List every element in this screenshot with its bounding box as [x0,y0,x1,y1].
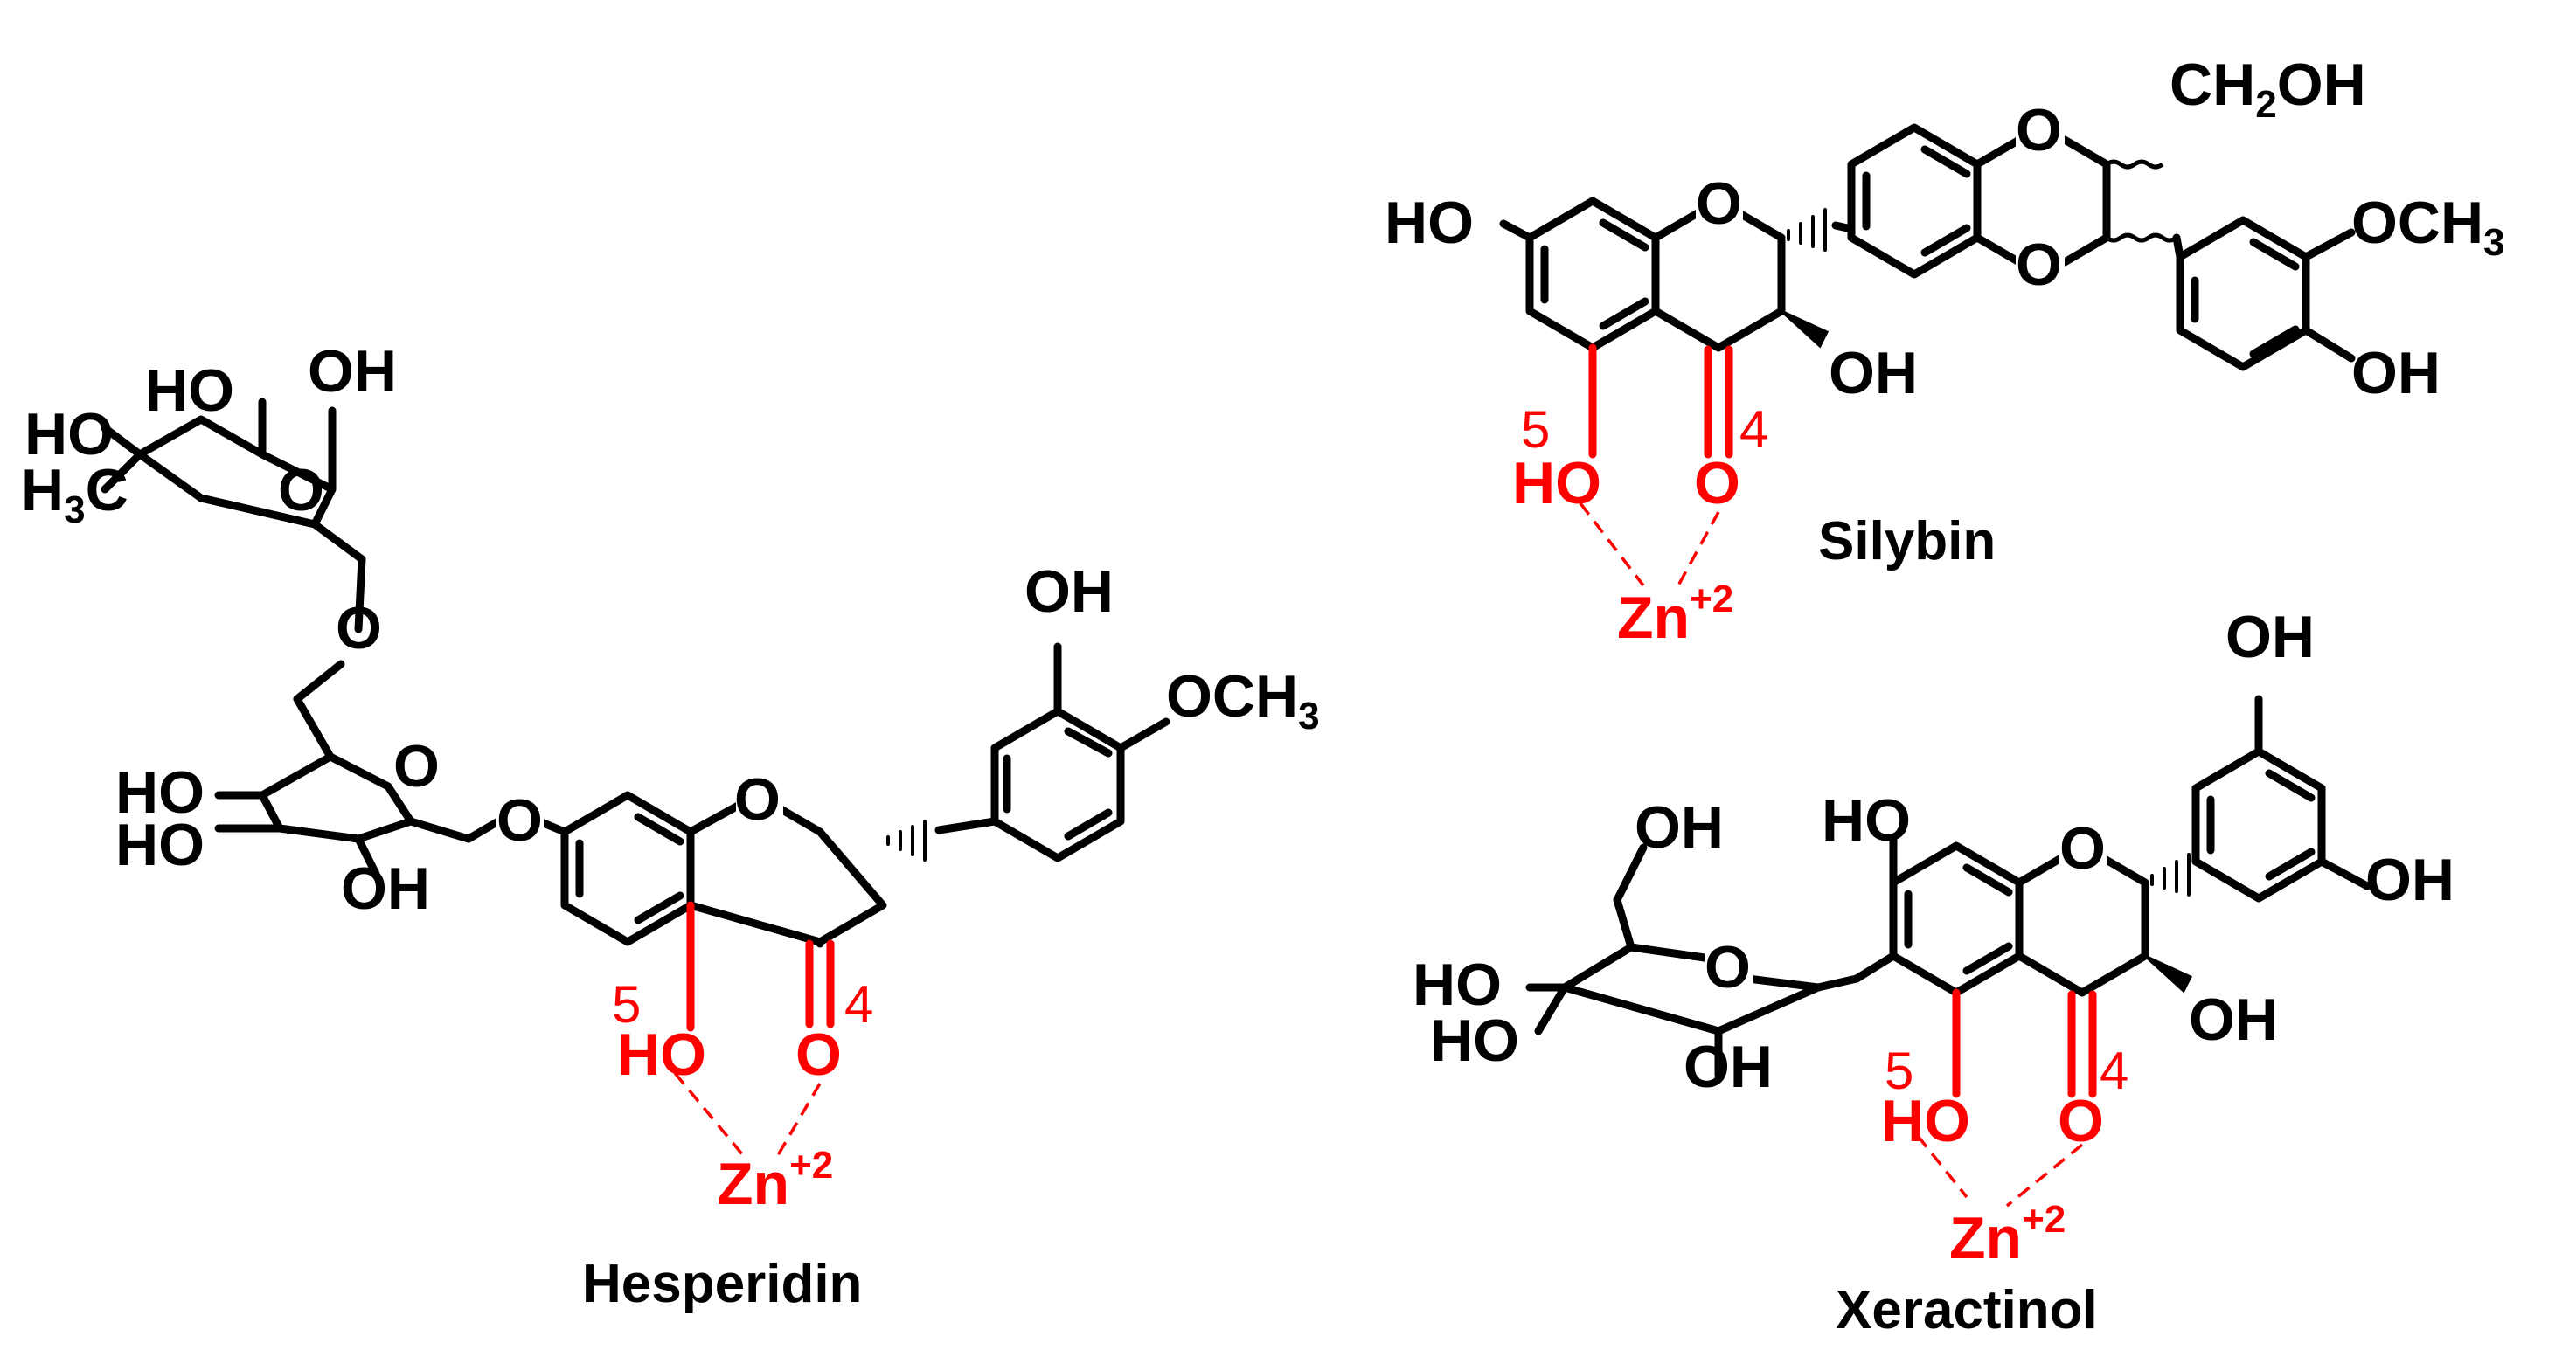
silybin-benzene-ring [1847,123,1982,279]
silybin-methoxy: OCH3 [2351,190,2505,264]
silybin-5-hydroxyl: HO [1512,450,1601,516]
xeractinol-glucose-ring [1560,943,1823,1035]
hesperidin-5-hydroxyl: HO [617,1021,706,1088]
xeractinol-position-5: 5 [1885,1042,1913,1100]
xeractinol-position-4: 4 [2100,1042,2128,1100]
hesperidin-rhamnose-methyl: H3C [21,457,128,531]
xeractinol-3-hydroxyl: OH [2189,987,2278,1053]
silybin-wavy-bond-1 [2105,159,2164,170]
xeractinol-sugar-hydroxyl-bottom: OH [1684,1034,1773,1100]
xeractinol-ring-b [2191,747,2326,903]
xeractinol-b-ring-hydroxyl-top: OH [2225,604,2315,670]
xeractinol-structure: O O O HO 5 4 Zn+2 HO OH OH OH OH HO HO O… [1413,604,2454,1340]
xeractinol-7-hydroxyl: HO [1822,787,1911,854]
hesperidin-position-4: 4 [844,975,873,1034]
silybin-hashed-bond [1787,208,1827,252]
xeractinol-sugar-hydroxyl-1: HO [1413,952,1502,1018]
silybin-position-5: 5 [1521,400,1550,459]
silybin-dioxane-oxygen-1: O [2016,97,2062,163]
silybin-wavy-bond-2 [2105,232,2178,243]
hesperidin-rhamnose-oxygen: O [278,457,324,523]
hesperidin-zinc-ion: Zn+2 [717,1144,833,1217]
hesperidin-b-ring-hydroxyl: OH [1024,558,1114,625]
silybin-carbonyl-oxygen: O [1694,450,1740,516]
xeractinol-hashed-bond [2150,853,2191,897]
hesperidin-carbonyl-oxygen: O [795,1021,842,1088]
hesperidin-ring-oxygen: O [734,766,781,833]
silybin-aryl-hydroxyl: OH [2351,340,2441,406]
hesperidin-glucose-ring [258,752,415,843]
xeractinol-b-ring-hydroxyl-right: OH [2365,847,2454,913]
hesperidin-methoxy: OCH3 [1166,663,1320,737]
hesperidin-linker-oxygen: O [336,595,382,661]
xeractinol-5-hydroxyl: HO [1881,1088,1970,1154]
silybin-ring-a [1525,197,1660,352]
hesperidin-rhamnose-hydroxyl-1: HO [145,357,234,424]
hesperidin-glucose-oxygen: O [393,733,440,800]
silybin-ring-e [2176,216,2310,371]
xeractinol-zinc-ion: Zn+2 [1949,1198,2066,1271]
hesperidin-glycosidic-oxygen: O [496,787,543,854]
hesperidin-structure: O O O O O O HO 5 4 Zn+2 OH OCH3 HO HO OH… [21,338,1320,1314]
silybin-ring-oxygen: O [1696,170,1742,237]
hesperidin-rhamnose-hydroxyl-3: OH [308,338,397,405]
xeractinol-ring-oxygen: O [2059,815,2106,882]
hesperidin-name: Hesperidin [582,1254,862,1314]
hesperidin-hashed-bond [886,820,927,862]
hesperidin-position-5: 5 [612,975,641,1034]
xeractinol-sugar-hydroxyl-top: OH [1635,794,1724,861]
xeractinol-sugar-hydroxyl-2: HO [1430,1007,1519,1074]
xeractinol-ring-a [1889,841,2024,997]
hesperidin-glucose-hydroxyl-1: HO [115,759,205,826]
hesperidin-ring-b [990,707,1125,862]
silybin-position-4: 4 [1739,400,1768,459]
silybin-hydroxymethyl: CH2OH [2170,52,2366,126]
xeractinol-sugar-oxygen: O [1705,934,1751,1000]
silybin-3-hydroxyl: OH [1829,340,1918,406]
xeractinol-name: Xeractinol [1836,1280,2098,1340]
silybin-structure: O O O O HO 5 4 Zn+2 HO OH CH2OH OCH3 OH … [1385,52,2505,651]
hesperidin-rhamnose-hydroxyl-2: HO [24,401,114,467]
silybin-dioxane-oxygen-2: O [2016,232,2062,298]
hesperidin-glucose-hydroxyl-3: OH [341,855,430,922]
hesperidin-glucose-hydroxyl-2: HO [115,812,205,878]
xeractinol-carbonyl-oxygen: O [2058,1088,2104,1154]
silybin-7-hydroxyl: HO [1385,190,1474,256]
hesperidin-ring-a [560,791,695,946]
silybin-zinc-ion: Zn+2 [1617,578,1733,651]
silybin-name: Silybin [1818,511,1996,571]
